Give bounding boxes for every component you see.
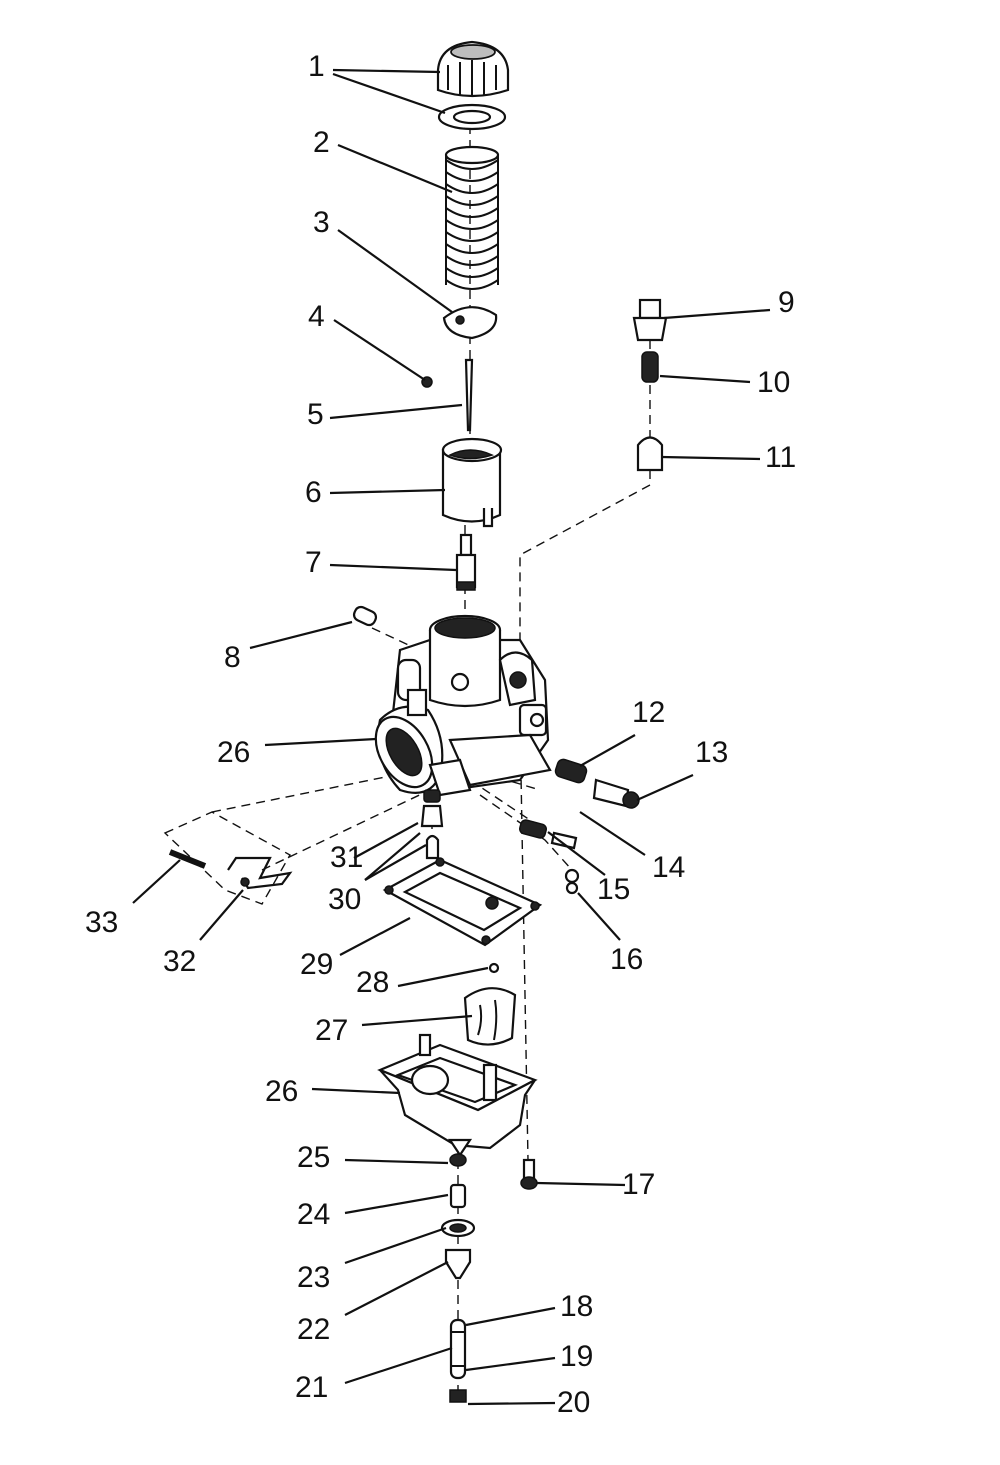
callout-25: 25	[297, 1141, 331, 1174]
callout-7: 7	[305, 546, 322, 579]
carburetor-body	[374, 614, 552, 797]
callout-21: 21	[295, 1371, 329, 1404]
callout-14: 14	[652, 851, 686, 884]
callout-4: 4	[308, 300, 325, 333]
callout-6: 6	[305, 476, 322, 509]
callout-8: 8	[224, 641, 241, 674]
bowl-screw	[520, 1158, 538, 1190]
callout-24: 24	[297, 1198, 331, 1231]
callout-26-lower: 26	[265, 1075, 299, 1108]
inlet-valve	[488, 962, 500, 974]
callout-29: 29	[300, 948, 334, 981]
callout-9: 9	[778, 286, 795, 319]
callout-16: 16	[610, 943, 644, 976]
needle-jet	[455, 533, 477, 591]
callout-33: 33	[85, 906, 119, 939]
callout-20: 20	[557, 1386, 591, 1419]
float-pin-arm	[168, 849, 293, 890]
callout-12: 12	[632, 696, 666, 729]
callout-5: 5	[307, 398, 324, 431]
callout-31: 31	[330, 841, 364, 874]
callout-22: 22	[297, 1313, 331, 1346]
cap-assembly	[436, 40, 510, 131]
callout-11: 11	[765, 441, 797, 474]
callout-2: 2	[313, 126, 330, 159]
leader-lines	[132, 68, 771, 1406]
air-screw-group	[632, 298, 668, 472]
callout-27: 27	[315, 1014, 349, 1047]
throttle-slide	[441, 437, 503, 528]
pilot-plug	[352, 605, 378, 627]
callout-18: 18	[560, 1290, 594, 1323]
idle-screw-group	[519, 758, 640, 895]
needle-retainer	[442, 306, 498, 340]
float	[463, 987, 517, 1046]
callout-13: 13	[695, 736, 729, 769]
callout-1: 1	[308, 50, 325, 83]
callout-10: 10	[757, 366, 791, 399]
jet-needle	[464, 358, 474, 432]
callout-23: 23	[297, 1261, 331, 1294]
callout-19: 19	[560, 1340, 594, 1373]
callout-17: 17	[622, 1168, 656, 1201]
drain-assembly	[440, 1153, 476, 1403]
float-bowl-gasket	[382, 857, 543, 947]
callout-3: 3	[313, 206, 330, 239]
callout-26-upper: 26	[217, 736, 251, 769]
callout-15: 15	[597, 873, 631, 906]
callout-30: 30	[328, 883, 362, 916]
throttle-spring	[444, 145, 500, 290]
float-bowl	[377, 1033, 538, 1157]
callout-32: 32	[163, 945, 197, 978]
main-jet-stack	[420, 789, 444, 860]
callout-28: 28	[356, 966, 390, 999]
